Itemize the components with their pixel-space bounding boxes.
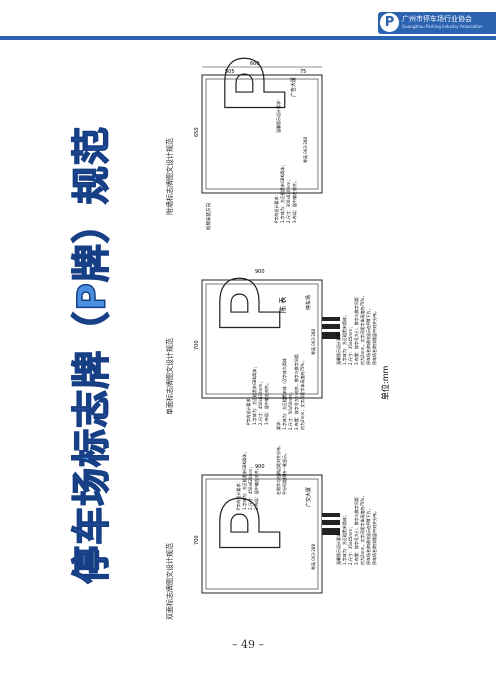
attached-direction-label: 标牌安装方向 xyxy=(205,203,212,230)
double-reg-no: 粤高 003-288 xyxy=(310,544,316,570)
attached-sign-section: 附墙标志牌图文设计规范 P 广告大厦 粤高 003-288 600 505 75… xyxy=(165,55,323,230)
svg-text:3.布局：居中偏左对齐。: 3.布局：居中偏左对齐。 xyxy=(253,466,259,510)
svg-text:3.布置：按字号大小、数字与数字间距: 3.布置：按字号大小、数字与数字间距 xyxy=(353,497,359,565)
double-p-letter: P xyxy=(205,495,300,555)
svg-text:2.尺寸：35x45mm；: 2.尺寸：35x45mm； xyxy=(347,525,353,565)
single-notes: P字的设计要求： 1.字体为：方正粗黑宋GBK简体； 2.尺寸：450x620m… xyxy=(245,365,269,425)
double-notes: P字的设计要求： 1.字体为：方正粗黑宋GBK简体； 2.尺寸：450x620m… xyxy=(235,450,259,510)
svg-text:停车场名称排版居中对齐分布。: 停车场名称排版居中对齐分布。 xyxy=(371,509,377,565)
double-heading: 双面标志牌图文设计规范 xyxy=(165,543,174,620)
double-sign-section: 双面标志牌图文设计规范 P 广交大厦 粤高 003-288 900 700 P字… xyxy=(165,443,377,620)
svg-text:2.尺寸：50x50mm；: 2.尺寸：50x50mm； xyxy=(287,390,293,430)
page-number-value: 49 xyxy=(241,638,255,651)
svg-text:3.布置：按字号大小对齐，数字与数字间距: 3.布置：按字号大小对齐，数字与数字间距 xyxy=(293,354,299,430)
single-p-letter: P xyxy=(205,275,300,335)
svg-text:3.布置：按字号大小、数字与数字间距: 3.布置：按字号大小、数字与数字间距 xyxy=(353,297,359,365)
single-dim-width: 900 xyxy=(255,269,265,275)
attached-reg-no: 粤高 003-288 xyxy=(302,137,308,163)
svg-text:平分间距保持一致显示。: 平分间距保持一致显示。 xyxy=(281,451,287,495)
svg-text:要求：: 要求： xyxy=(275,418,281,430)
double-phone-label: 广交大厦 xyxy=(305,487,312,507)
svg-text:停车场名称横排显示在P牌下方，: 停车场名称横排显示在P牌下方， xyxy=(365,507,371,565)
attached-p-letter: P xyxy=(210,55,305,115)
single-reg-no: 粤高 003-288 xyxy=(310,329,316,355)
single-note2: 要求： 1.字体为：方正粗黑宋体（汉字体大简体 2.尺寸：50x50mm； 3.… xyxy=(275,354,305,430)
svg-text:2.尺寸：450x620mm；: 2.尺寸：450x620mm； xyxy=(247,465,253,510)
sign-drawings: 附墙标志牌图文设计规范 P 广告大厦 粤高 003-288 600 505 75… xyxy=(165,55,390,620)
svg-text:P字的设计要求：: P字的设计要求： xyxy=(245,395,251,425)
svg-text:2.尺寸：450x620mm；: 2.尺寸：450x620mm； xyxy=(257,380,263,425)
page-number: – 49 – xyxy=(232,638,264,651)
p-logo-icon: P xyxy=(380,13,399,32)
attached-dim-side: 75 xyxy=(300,69,306,75)
svg-text:左侧字与右侧边距对齐分布，: 左侧字与右侧边距对齐分布， xyxy=(275,443,281,495)
svg-text:停车场名称横排显示在P牌下方，: 停车场名称横排显示在P牌下方， xyxy=(365,307,371,365)
attached-notes: P字的设计要求： 1.字体为：方正粗黑宋GBK简体； 2.尺寸：300x620m… xyxy=(273,163,297,223)
double-dim-width: 900 xyxy=(255,464,265,470)
svg-text:3.布局：居中偏左对齐。: 3.布局：居中偏左对齐。 xyxy=(263,381,269,425)
svg-text:约为2mm，文字间距字体高度的75%，: 约为2mm，文字间距字体高度的75%， xyxy=(359,294,365,365)
single-dim-height: 700 xyxy=(194,340,200,350)
attached-sign-frame xyxy=(201,74,323,194)
svg-text:约为2mm，文字间距字体高度的75%，: 约为2mm，文字间距字体高度的75%， xyxy=(299,359,305,430)
svg-text:2.尺寸：300x620mm；: 2.尺寸：300x620mm； xyxy=(285,178,291,223)
svg-text:P字的设计要求：: P字的设计要求： xyxy=(273,193,279,223)
attached-spec: 温馨提示设计要求： xyxy=(275,97,281,133)
svg-text:3.布局：居中偏左对齐。: 3.布局：居中偏左对齐。 xyxy=(291,179,297,223)
single-sign-section: 单面标志牌图文设计规范 P 陈 表 停车场 粤高 003-288 900 700… xyxy=(165,269,390,430)
attached-dim-inner: 505 xyxy=(225,69,235,75)
single-heading: 单面标志牌图文设计规范 xyxy=(165,338,174,415)
single-phone-label: 停车场 xyxy=(305,295,312,310)
svg-text:1.字体为：方正粗黑宋简体；: 1.字体为：方正粗黑宋简体； xyxy=(341,513,347,565)
double-spec: 温馨提示设计要求： 1.字体为：方正粗黑宋简体； 2.尺寸：35x45mm； 3… xyxy=(335,494,377,565)
double-dim-height: 700 xyxy=(194,535,200,545)
page-title: 停车场标志牌（P牌）规范 xyxy=(69,125,115,584)
svg-text:温馨提示设计要求：: 温馨提示设计要求： xyxy=(335,329,341,365)
svg-text:停车场名称排版居中对齐分布。: 停车场名称排版居中对齐分布。 xyxy=(371,309,377,365)
unit-label: 单位:mm xyxy=(380,366,390,400)
association-name-en: Guangzhou Parking Industry Association xyxy=(402,24,483,29)
svg-text:1.字体为：方正粗黑宋GBK简体；: 1.字体为：方正粗黑宋GBK简体； xyxy=(251,365,257,425)
svg-text:1.字体为：方正粗黑宋简体；: 1.字体为：方正粗黑宋简体； xyxy=(341,313,347,365)
attached-heading: 附墙标志牌图文设计规范 xyxy=(165,138,174,215)
svg-text:P字的设计要求：: P字的设计要求： xyxy=(235,480,241,510)
svg-text:1.字体为：方正粗黑宋GBK简体；: 1.字体为：方正粗黑宋GBK简体； xyxy=(279,163,285,223)
attached-name-label: 广告大厦 xyxy=(290,77,297,97)
svg-text:1.字体为：方正粗黑宋体（汉字体大简体: 1.字体为：方正粗黑宋体（汉字体大简体 xyxy=(281,358,287,430)
single-spec: 温馨提示设计要求： 1.字体为：方正粗黑宋简体； 2.尺寸：35x45mm； 3… xyxy=(335,294,377,365)
double-note2: 左侧字与右侧边距对齐分布， 平分间距保持一致显示。 xyxy=(275,443,287,495)
single-name-label: 陈 表 xyxy=(278,297,287,313)
attached-dim-height: 650 xyxy=(194,127,200,137)
header-bar xyxy=(0,36,496,40)
svg-text:温馨提示设计要求：: 温馨提示设计要求： xyxy=(275,97,281,133)
svg-text:约为2mm，文字间距字体高度的75%，: 约为2mm，文字间距字体高度的75%， xyxy=(359,494,365,565)
association-logo: P 广州市停车场行业协会 Guangzhou Parking Industry … xyxy=(378,12,496,34)
attached-dim-width: 600 xyxy=(250,61,260,67)
svg-text:1.字体为：方正粗黑宋GBK简体；: 1.字体为：方正粗黑宋GBK简体； xyxy=(241,450,247,510)
svg-text:温馨提示设计要求：: 温馨提示设计要求： xyxy=(335,529,341,565)
svg-text:2.尺寸：35x45mm；: 2.尺寸：35x45mm； xyxy=(347,325,353,365)
page-title-wrap: 停车场标志牌（P牌）规范 xyxy=(60,125,116,584)
association-name-cn: 广州市停车场行业协会 xyxy=(402,15,472,23)
